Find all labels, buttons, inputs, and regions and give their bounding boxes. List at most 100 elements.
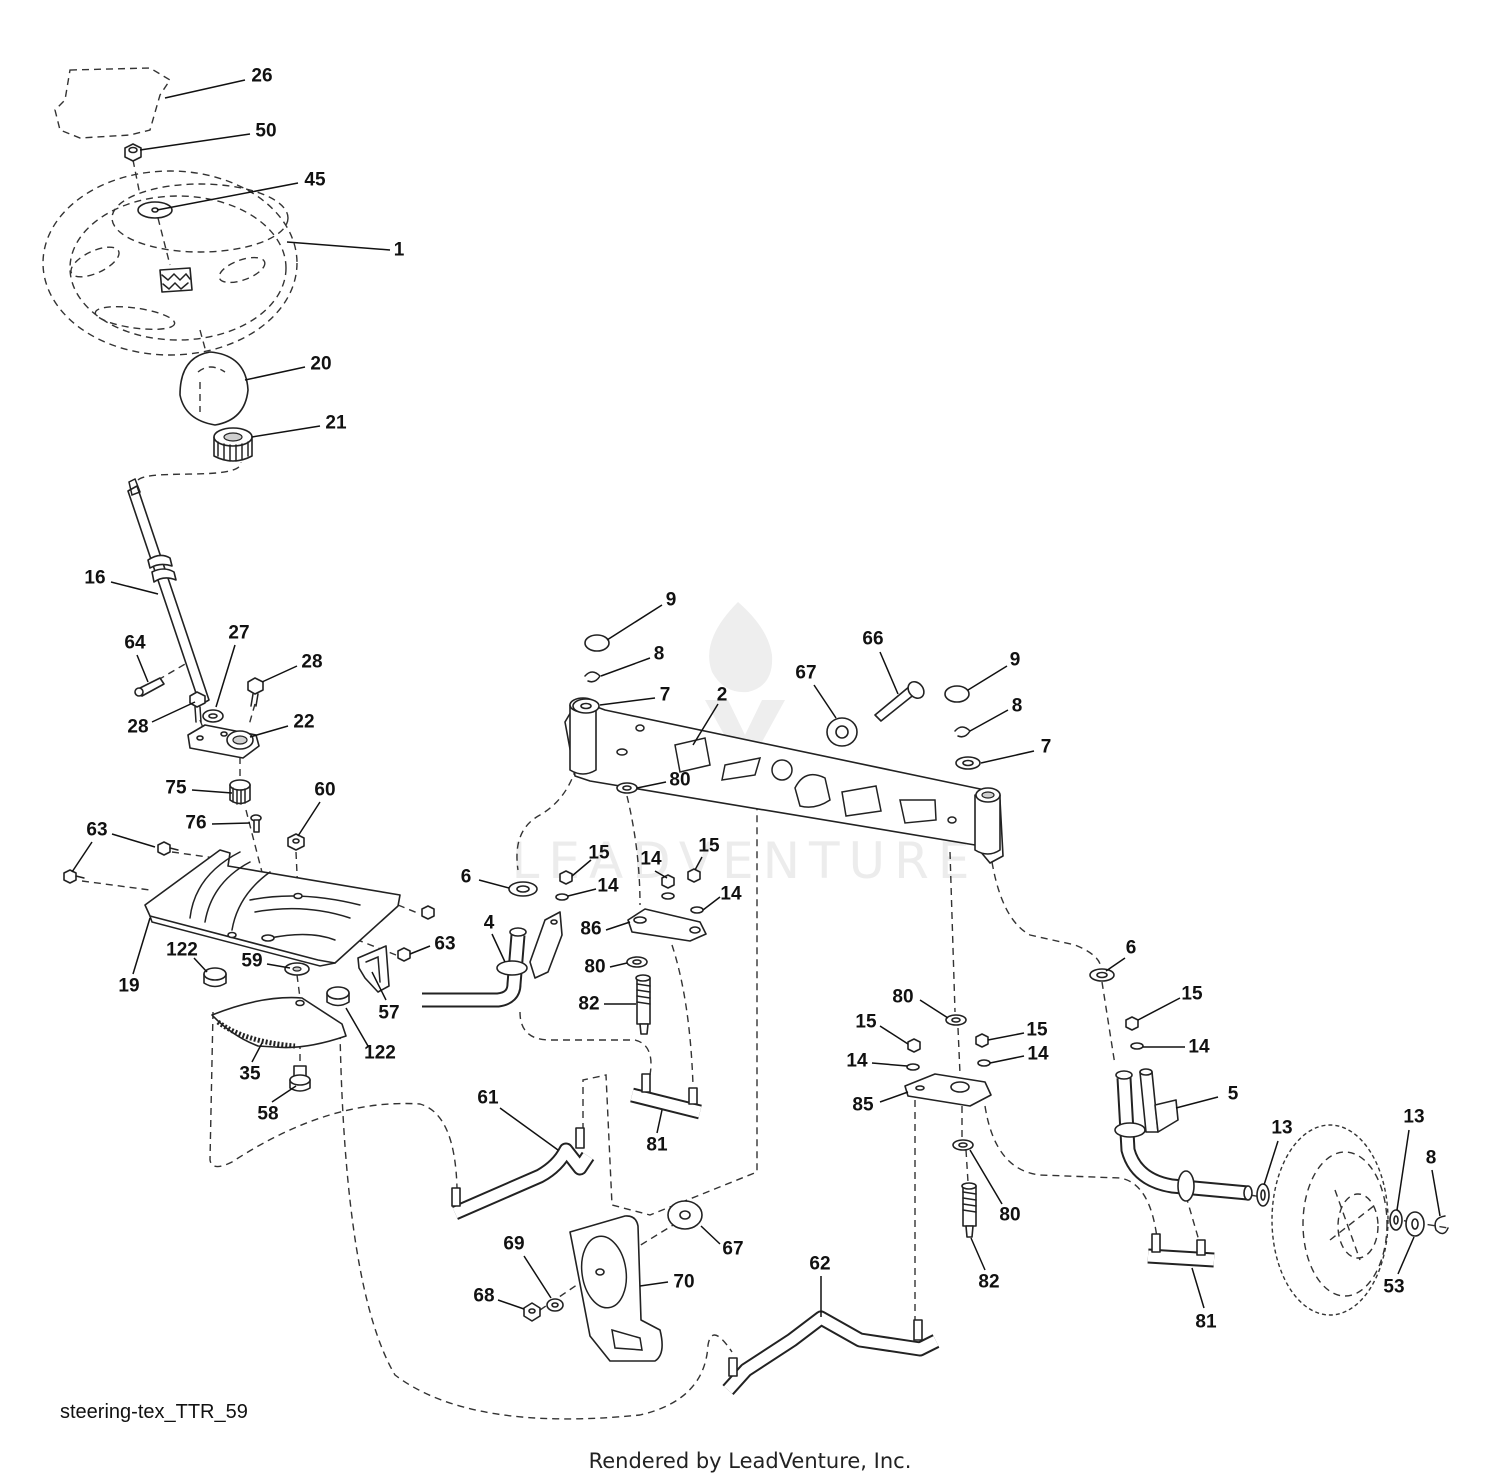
callout-leader-line <box>345 1007 369 1047</box>
callout-leader-line <box>694 856 703 871</box>
assembly-lines-shape <box>157 217 171 266</box>
steering-shaft-part <box>127 477 210 706</box>
retaining-clip-part-shape <box>954 726 971 738</box>
washer-part <box>1405 1211 1425 1237</box>
callout-label: 67 <box>795 663 816 684</box>
callout-leader-line <box>919 999 949 1019</box>
pivot-bushing-part-shape <box>835 725 849 739</box>
front-axle-part-shape <box>794 773 831 808</box>
assembly-lines-shape <box>626 795 641 906</box>
callout-leader-line <box>249 725 289 738</box>
hex-nut-part <box>124 143 142 162</box>
callout-label: 22 <box>293 712 314 733</box>
callout-label: 60 <box>314 780 335 801</box>
steering-wheel-part-shape <box>42 170 298 356</box>
callout-label: 13 <box>1403 1107 1424 1128</box>
callout-leader-line <box>132 917 151 975</box>
assembly-lines-shape <box>171 851 216 859</box>
callout-label: 6 <box>461 867 472 888</box>
assembly-lines-shape <box>199 329 207 353</box>
washer-part-shape <box>958 1142 968 1148</box>
mounting-screw-part-shape <box>194 706 202 723</box>
tie-rod-end-part-shape <box>630 1089 702 1118</box>
washer-part <box>202 709 224 723</box>
credit-text: Rendered by LeadVenture, Inc. <box>589 1449 912 1473</box>
left-spindle-part-shape <box>422 934 524 1006</box>
callout-leader-line <box>164 79 246 99</box>
mounting-plate-part-shape <box>611 1328 643 1351</box>
callout-label: 14 <box>720 884 742 905</box>
steering-arm-bracket-part-shape <box>907 1038 921 1053</box>
assembly-lines-shape <box>1185 1195 1201 1245</box>
right-spindle-part-shape <box>1154 1099 1179 1133</box>
assembly-lines-shape <box>671 944 694 1086</box>
steering-cap-part-shape <box>197 366 226 373</box>
washer-part-shape <box>951 1017 961 1023</box>
callout-leader-line <box>970 1237 986 1271</box>
steering-plate-part-shape <box>231 871 271 931</box>
callout-label: 80 <box>669 770 690 791</box>
callout-label: 61 <box>477 1088 499 1109</box>
callout-label: 20 <box>310 354 331 375</box>
pinion-gear-part-shape <box>229 779 251 791</box>
washer-part-shape <box>1393 1215 1399 1225</box>
callout-leader-line <box>969 1149 1003 1205</box>
assembly-lines-shape <box>344 934 397 956</box>
callout-leader-line <box>244 366 306 381</box>
nut-washer-part-shape <box>559 870 573 885</box>
axle-cap-part-shape <box>944 685 970 703</box>
pinion-gear-part <box>229 779 251 805</box>
callout-label: 15 <box>1181 984 1203 1005</box>
callout-leader-line <box>136 654 149 683</box>
king-pin-part-shape <box>965 1225 974 1238</box>
assembly-lines-shape <box>137 461 242 481</box>
callout-label: 14 <box>1027 1044 1049 1065</box>
drag-link-part-shape <box>575 1127 585 1149</box>
callout-label: 8 <box>1012 696 1023 717</box>
king-pin-part-shape <box>636 983 651 1005</box>
front-wheel-part <box>1271 1124 1389 1316</box>
assembly-lines-shape <box>81 880 151 891</box>
callout-label: 28 <box>127 717 148 738</box>
steering-wheel-part-shape <box>70 246 120 278</box>
steering-arm-bracket-part-shape <box>906 1063 920 1071</box>
callout-leader-line <box>879 1091 909 1103</box>
nut-washer-part <box>1125 1016 1144 1050</box>
callout-leader-line <box>1105 957 1126 972</box>
steering-shaft-part-shape <box>127 485 210 706</box>
callout-label: 58 <box>257 1104 278 1125</box>
callout-leader-line <box>297 801 321 837</box>
shaft-bracket-part-shape <box>220 731 228 737</box>
mounting-plate-part-shape <box>595 1268 605 1276</box>
steering-plate-part-shape <box>269 933 336 941</box>
steering-wheel-part-shape <box>69 195 287 341</box>
shaft-bracket-part <box>187 724 260 759</box>
support-bracket-part <box>357 945 390 993</box>
assembly-lines-shape <box>157 659 193 681</box>
callout-leader-line <box>980 750 1035 764</box>
retaining-clip-part-shape <box>584 671 601 683</box>
callout-label: 7 <box>1041 737 1052 758</box>
front-wheel-part-shape <box>1337 1193 1379 1259</box>
callout-leader-line <box>251 1042 263 1063</box>
callout-label: 45 <box>304 170 326 191</box>
steering-plate-part-shape <box>149 915 336 967</box>
callout-leader-line <box>215 644 236 708</box>
washer-part <box>1089 968 1115 982</box>
callout-label: 81 <box>1195 1312 1217 1333</box>
washer-part-shape <box>1260 1189 1266 1201</box>
steering-arm-bracket-part-shape <box>975 1033 989 1048</box>
assembly-lines-shape <box>949 851 956 1013</box>
callout-label: 14 <box>1188 1037 1210 1058</box>
callout-label: 15 <box>698 836 720 857</box>
left-spindle-part-shape <box>496 960 528 976</box>
callout-label: 82 <box>578 994 599 1015</box>
callout-label: 75 <box>165 778 187 799</box>
assembly-lines-shape <box>984 1105 1158 1239</box>
mounting-screw-part-shape <box>247 677 264 695</box>
steering-arm-bracket-part <box>904 1033 992 1107</box>
steering-shaft-part-shape <box>147 554 173 569</box>
steering-plate-part-shape <box>293 892 303 900</box>
callout-leader-line <box>151 701 196 723</box>
axle-cap-part-shape <box>584 634 610 652</box>
